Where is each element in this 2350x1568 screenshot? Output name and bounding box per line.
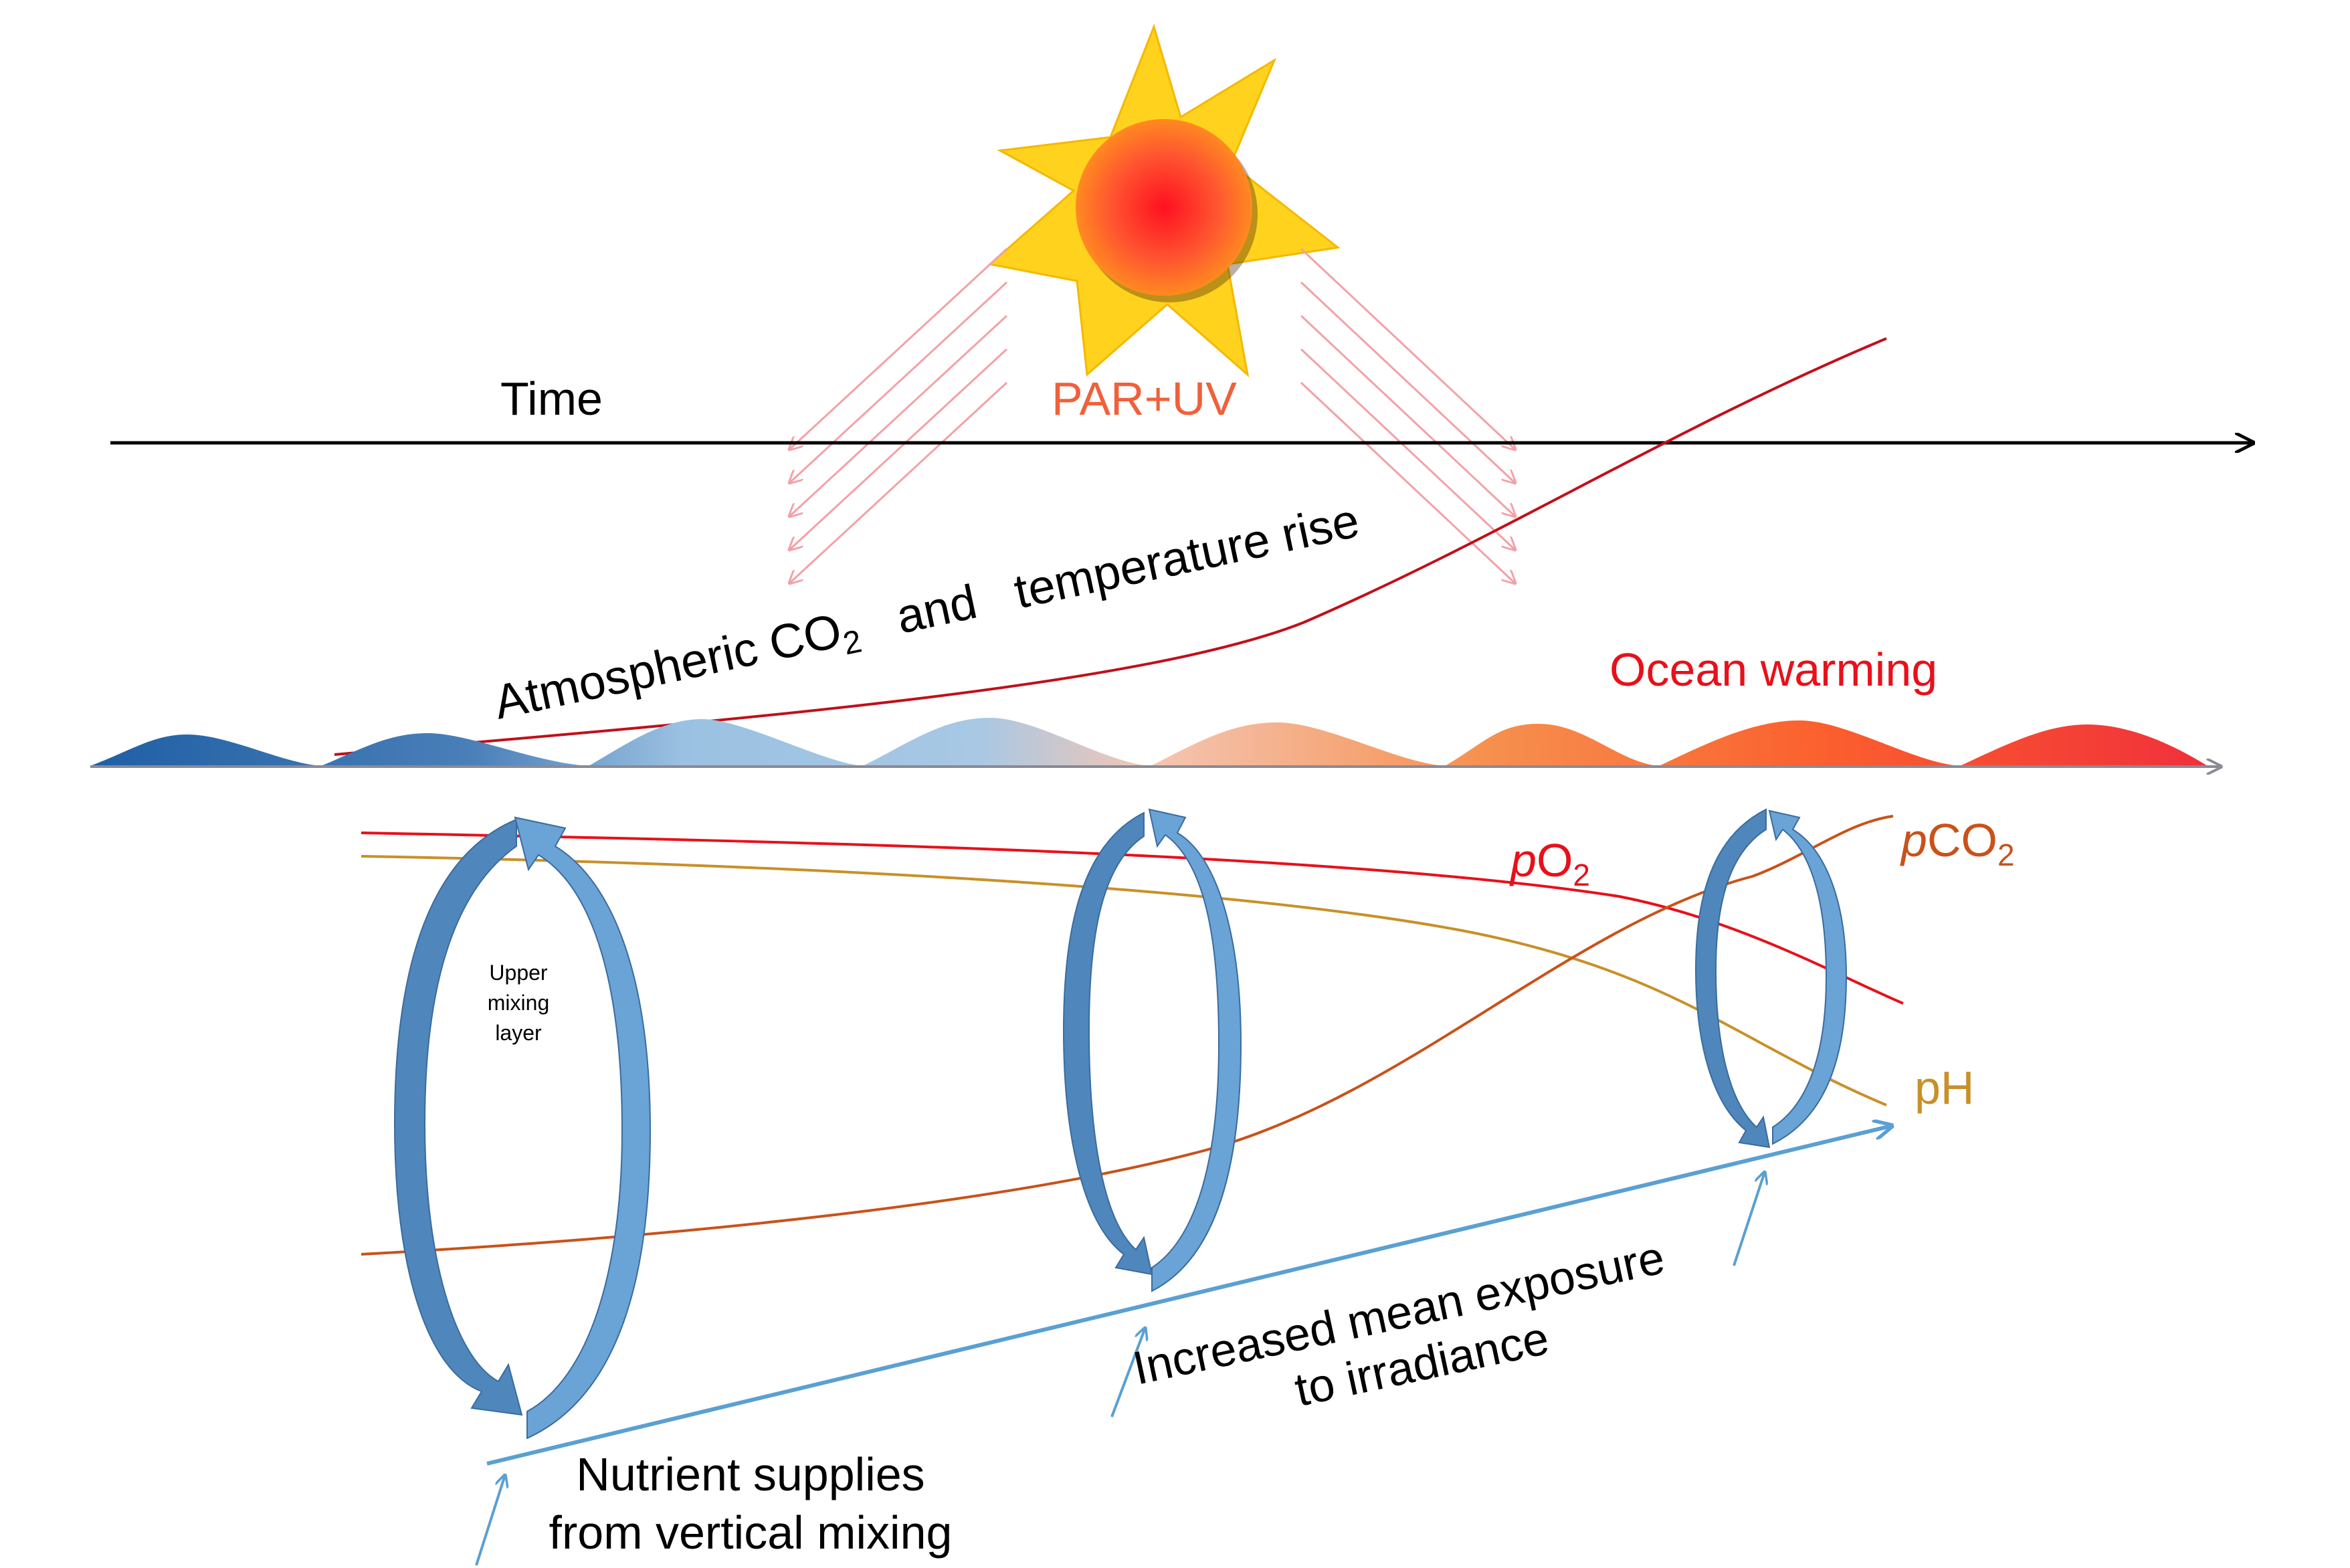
light-rays-right: [1300, 248, 1515, 583]
temperature-rise-label: temperature rise: [1009, 494, 1363, 619]
light-label: PAR+UV: [1052, 373, 1237, 425]
small-blue-arrow: [1733, 1172, 1765, 1266]
ph-label: pH: [1915, 1062, 1974, 1114]
exposure-arrow: [486, 1126, 1892, 1466]
mixing-cycle-medium: [1062, 808, 1242, 1292]
light-ray-arrow-icon: [789, 281, 1008, 483]
mixing-cycle-arrow-icon: [514, 816, 652, 1440]
ocean-warming-label: Ocean warming: [1609, 644, 1937, 696]
po2-label: pO2: [1509, 834, 1590, 892]
small-blue-arrow: [1110, 1328, 1145, 1417]
light-ray-arrow-icon: [789, 314, 1008, 516]
nutrient-label-line1: Nutrient supplies: [576, 1448, 924, 1500]
pco2-label: pCO2: [1900, 814, 2015, 872]
exposure-label: Increased mean exposure to irradiance: [1129, 1231, 1669, 1416]
pco2-curve: [361, 815, 1894, 1256]
small-blue-arrow: [475, 1475, 505, 1566]
and-label: and: [892, 575, 981, 644]
sun-icon: [987, 23, 1341, 377]
mixing-cycle-small: [1694, 808, 1848, 1149]
po2-curve: [361, 831, 1904, 1005]
upper-mixing-label-line1: Upper: [489, 961, 548, 985]
mixing-cycle-arrow-icon: [1062, 811, 1153, 1276]
ocean-waves: [90, 718, 2208, 766]
mixing-cycle-arrow-icon: [1694, 808, 1771, 1149]
light-ray-arrow-icon: [1300, 348, 1515, 550]
light-ray-arrow-icon: [1300, 381, 1515, 583]
mixing-cycle-arrow-icon: [393, 818, 523, 1416]
time-label: Time: [500, 373, 603, 425]
mixing-cycle-large: [393, 816, 652, 1440]
mixing-cycle-arrow-icon: [1768, 809, 1848, 1145]
upper-mixing-label-line2: mixing: [488, 991, 549, 1015]
ph-curve: [361, 855, 1887, 1106]
upper-mixing-label-line3: layer: [495, 1021, 542, 1045]
light-ray-arrow-icon: [1300, 248, 1515, 450]
light-ray-arrow-icon: [1300, 314, 1515, 516]
light-ray-arrow-icon: [1300, 281, 1515, 483]
light-ray-arrow-icon: [789, 248, 1008, 450]
light-ray-arrow-icon: [789, 348, 1008, 550]
nutrient-label-line2: from vertical mixing: [549, 1506, 953, 1559]
light-ray-arrow-icon: [789, 381, 1008, 583]
co2-label-text: Atmospheric CO: [490, 604, 846, 730]
mixing-cycle-arrow-icon: [1148, 808, 1242, 1292]
light-rays-left: [789, 248, 1008, 583]
